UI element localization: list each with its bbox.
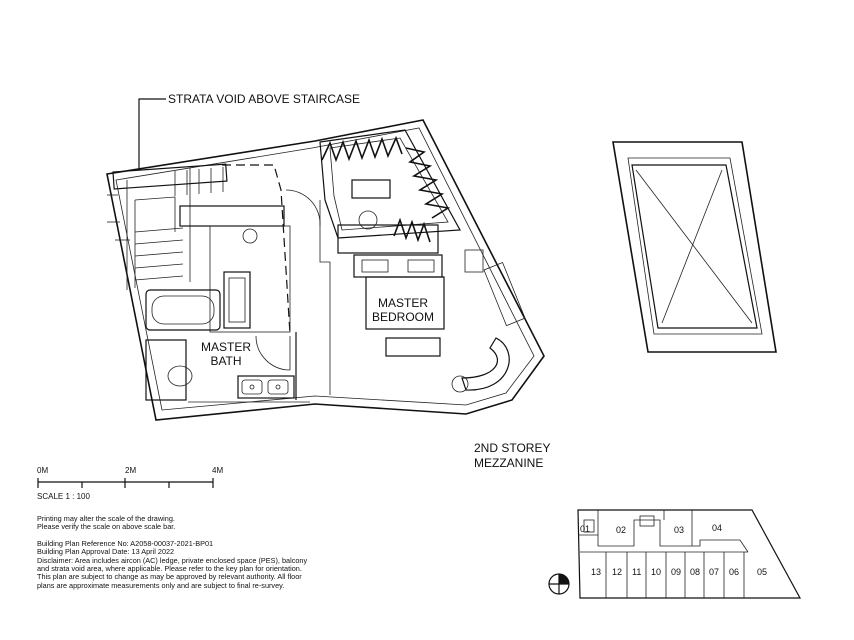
print-note-2: Please verify the scale on above scale b… xyxy=(37,522,176,532)
key-unit-04: 04 xyxy=(712,523,722,533)
strata-void-label: STRATA VOID ABOVE STAIRCASE xyxy=(168,92,360,106)
north-compass-icon xyxy=(548,573,570,595)
bedroom-label-line2: BEDROOM xyxy=(372,310,434,324)
master-bath-fixtures xyxy=(145,205,310,403)
bath-label-line1: MASTER xyxy=(201,340,251,354)
key-unit-02: 02 xyxy=(616,525,626,535)
scale-tick-4m: 4M xyxy=(212,466,223,475)
storey-label-line1: 2ND STOREY xyxy=(474,441,550,455)
disclaimer-line-3: This plan are subject to change as may b… xyxy=(37,572,302,582)
print-note-1: Printing may alter the scale of the draw… xyxy=(37,514,175,523)
key-unit-09: 09 xyxy=(671,567,681,577)
strata-void-plan xyxy=(612,141,777,353)
key-unit-12: 12 xyxy=(612,567,622,577)
strata-void-callout: STRATA VOID ABOVE STAIRCASE xyxy=(138,92,360,170)
scale-tick-0m: 0M xyxy=(37,466,48,475)
master-bedroom-furniture xyxy=(285,189,526,395)
scale-bar: 0M 2M 4M SCALE 1 : 100 xyxy=(37,466,223,501)
key-unit-08: 08 xyxy=(690,567,700,577)
approval-date: Building Plan Approval Date: 13 April 20… xyxy=(37,547,175,557)
key-plan: 01 02 03 04 13 12 11 10 09 08 07 06 05 xyxy=(577,509,802,599)
key-unit-07: 07 xyxy=(709,567,719,577)
notes-block: Printing may alter the scale of the draw… xyxy=(37,514,357,590)
key-unit-06: 06 xyxy=(729,567,739,577)
key-unit-13: 13 xyxy=(591,567,601,577)
key-unit-05: 05 xyxy=(757,567,767,577)
disclaimer-line-4: plans are approximate measurements only … xyxy=(37,580,285,590)
unit-outline xyxy=(106,119,545,421)
key-unit-03: 03 xyxy=(674,525,684,535)
key-unit-10: 10 xyxy=(651,567,661,577)
key-unit-01: 01 xyxy=(580,524,590,534)
storey-label-line2: MEZZANINE xyxy=(474,456,543,470)
scale-ratio: SCALE 1 : 100 xyxy=(37,492,90,501)
staircase xyxy=(112,163,291,335)
disclaimer-line-1: Disclaimer: Area includes aircon (AC) le… xyxy=(37,555,308,565)
walk-in-wardrobe xyxy=(319,129,461,243)
key-unit-11: 11 xyxy=(632,567,641,577)
bath-label-line2: BATH xyxy=(210,354,241,368)
scale-tick-2m: 2M xyxy=(125,466,136,475)
plan-reference: Building Plan Reference No: A2058-00037-… xyxy=(37,538,214,548)
disclaimer-line-2: and strata void area, where applicable. … xyxy=(37,564,302,574)
bedroom-label-line1: MASTER xyxy=(378,296,428,310)
